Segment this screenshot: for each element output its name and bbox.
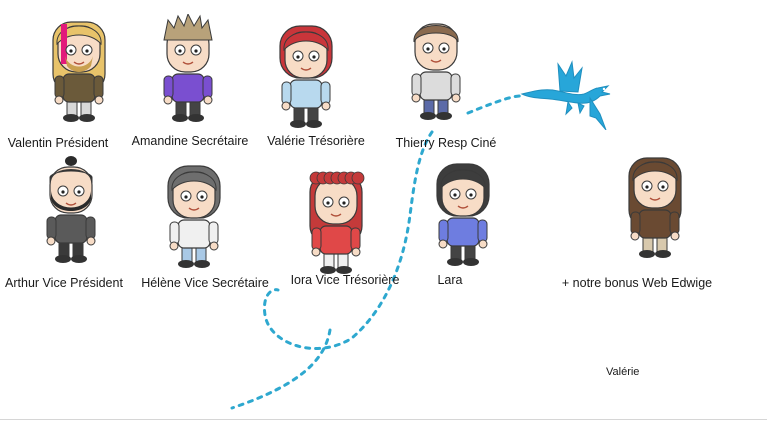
member-name: Iora Vice Trésorière xyxy=(290,273,400,287)
member-name: Valérie Trésorière xyxy=(267,134,365,148)
rocker-avatar-icon xyxy=(41,14,117,126)
dark-bob-avatar-icon xyxy=(425,158,501,270)
dragon-icon xyxy=(520,60,611,130)
bearded-avatar-icon xyxy=(33,155,109,267)
member-name: Valentin Président xyxy=(7,136,109,150)
member-name: Hélène Vice Secrétaire xyxy=(141,276,269,290)
spiky-hair-avatar-icon xyxy=(150,14,226,126)
red-bob-avatar-icon xyxy=(268,20,344,132)
trail-path xyxy=(230,94,526,410)
signature: Valérie xyxy=(606,366,640,378)
grey-bob-avatar-icon xyxy=(156,160,232,272)
member-name: Thierry Resp Ciné xyxy=(395,136,497,150)
brown-hair-avatar-icon xyxy=(398,12,474,124)
member-name: Arthur Vice Président xyxy=(5,276,123,290)
bottom-divider xyxy=(0,419,767,420)
member-name: Amandine Secrétaire xyxy=(131,134,249,148)
long-hair-avatar-icon xyxy=(617,150,693,262)
curly-red-avatar-icon xyxy=(298,166,374,278)
member-name: Lara xyxy=(437,273,463,287)
member-name: + notre bonus Web Edwige xyxy=(561,276,713,290)
